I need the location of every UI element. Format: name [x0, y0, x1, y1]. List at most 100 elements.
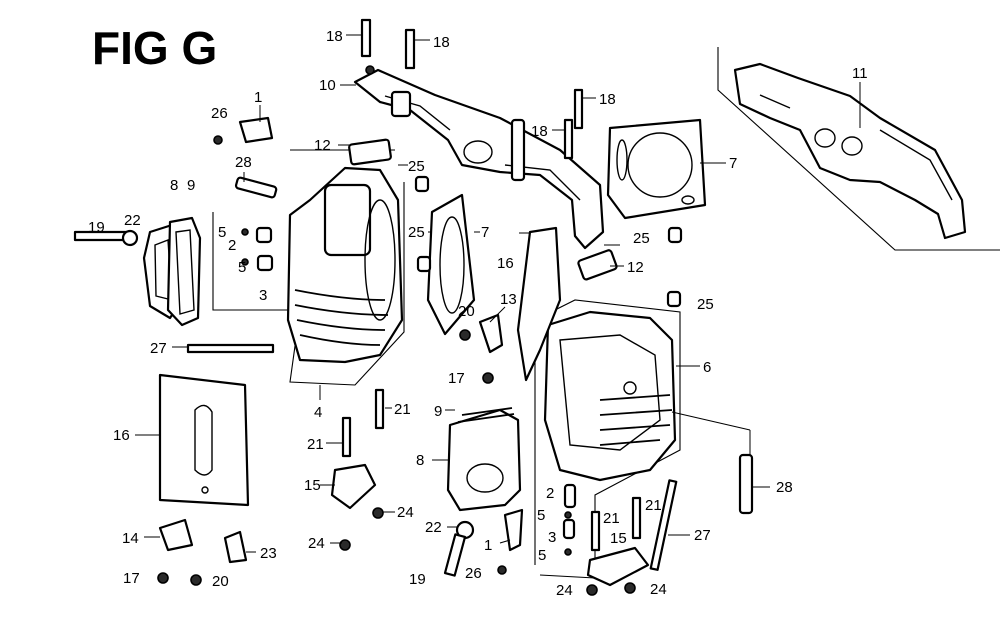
callout-label: 24 — [650, 581, 667, 598]
bolt-20-right — [459, 329, 471, 341]
callout-label: 5 — [537, 507, 545, 524]
nut-24-a — [372, 507, 384, 519]
callout-label: 6 — [703, 359, 711, 376]
callout-label: 5 — [218, 224, 226, 241]
callout-label: 7 — [729, 155, 737, 172]
valve-cover-right — [446, 407, 522, 512]
stud-21-d — [631, 496, 642, 540]
exhaust-manifold-inset — [733, 62, 967, 240]
insulator-15-left — [330, 463, 377, 510]
callout-label: 9 — [187, 177, 195, 194]
pin-5-c — [564, 511, 572, 519]
callout-label: 2 — [228, 237, 236, 254]
insulator-15-right — [586, 546, 650, 587]
cylinder-head-right — [543, 310, 677, 482]
callout-label: 23 — [260, 545, 277, 562]
callout-label: 25 — [633, 230, 650, 247]
callout-label: 18 — [531, 123, 548, 140]
bolt-17-left — [157, 572, 169, 584]
callout-label: 15 — [304, 477, 321, 494]
callout-label: 12 — [627, 259, 644, 276]
nut-24-b — [339, 539, 351, 551]
callout-label: 20 — [458, 303, 475, 320]
valve-cover-gasket-left — [166, 216, 202, 327]
callout-label: 27 — [150, 340, 167, 357]
bolt-18-d — [563, 118, 574, 160]
bolt-17-right — [482, 372, 494, 384]
callout-label: 25 — [697, 296, 714, 313]
callout-label: 1 — [484, 537, 492, 554]
cylinder-left — [286, 166, 404, 364]
callout-label: 13 — [500, 291, 517, 308]
cylinder-shroud-left — [158, 373, 250, 507]
callout-label: 27 — [694, 527, 711, 544]
callout-label: 1 — [254, 89, 262, 106]
leader-lines — [135, 34, 861, 553]
callout-label: 12 — [314, 137, 331, 154]
callout-label: 21 — [307, 436, 324, 453]
callout-label: 21 — [603, 510, 620, 527]
bolt-27-left — [186, 343, 275, 354]
collar-3-left — [256, 254, 274, 272]
nut-24-c — [586, 584, 598, 596]
callout-label: 26 — [211, 105, 228, 122]
callout-label: 28 — [235, 154, 252, 171]
fasteners — [73, 18, 754, 596]
callout-label: 16 — [497, 255, 514, 272]
callout-label: 25 — [408, 158, 425, 175]
nut-24-d — [624, 582, 636, 594]
callout-label: 15 — [610, 530, 627, 547]
clip-23 — [223, 530, 248, 564]
pin-5-a — [241, 228, 249, 236]
callout-label: 2 — [546, 485, 554, 502]
bolt-19-right — [443, 533, 467, 577]
inset-frame — [717, 47, 1000, 251]
exhaust-manifold — [353, 68, 605, 250]
bolt-18-c — [573, 88, 584, 130]
right-frame-bottom — [539, 574, 596, 579]
dowel-25-a — [414, 175, 430, 193]
collar-3-right — [562, 518, 576, 540]
callout-label: 7 — [481, 224, 489, 241]
callout-label: 21 — [645, 497, 662, 514]
dowel-25-c — [667, 226, 683, 244]
stud-21-b — [374, 388, 385, 430]
gasket-12-left — [348, 138, 392, 166]
left-assembly-frame — [212, 182, 405, 386]
callout-label: 4 — [314, 404, 322, 421]
callout-label: 11 — [852, 65, 868, 82]
spark-plug-28-right — [738, 453, 754, 515]
callout-label: 3 — [259, 287, 267, 304]
callout-label: 19 — [409, 571, 426, 588]
collar-2-right — [563, 483, 577, 509]
spark-plug-28-left — [234, 176, 278, 199]
bolt-20-left — [190, 574, 202, 586]
pin-5-b — [241, 258, 249, 266]
callout-label: 22 — [124, 212, 141, 229]
callout-label: 10 — [319, 77, 336, 94]
dowel-25-b — [416, 255, 432, 273]
stud-21-a — [341, 416, 352, 458]
stud-21-c — [590, 510, 601, 552]
callout-label: 24 — [308, 535, 325, 552]
manifold-gasket-upper — [606, 118, 707, 220]
callout-label: 20 — [212, 573, 229, 590]
callout-label: 19 — [88, 219, 105, 236]
callout-label: 18 — [433, 34, 450, 51]
part-callouts: 18 18 10 18 18 11 1 26 12 7 28 25 8 9 5 … — [88, 28, 868, 599]
callout-label: 22 — [425, 519, 442, 536]
bolt-18-b — [404, 28, 416, 70]
callout-label: 3 — [548, 529, 556, 546]
cylinder-gasket-left — [426, 193, 476, 336]
nut-22-left — [121, 229, 139, 247]
callout-label: 9 — [434, 403, 442, 420]
pin-5-d — [564, 548, 572, 556]
bolt-27-right — [649, 479, 678, 571]
dowel-25-d — [666, 290, 682, 308]
callout-label: 5 — [238, 259, 246, 276]
callout-label: 8 — [416, 452, 424, 469]
callout-label: 24 — [397, 504, 414, 521]
bolt-26-right — [497, 565, 507, 575]
callout-label: 21 — [394, 401, 411, 418]
bolt-18-a — [360, 18, 372, 58]
